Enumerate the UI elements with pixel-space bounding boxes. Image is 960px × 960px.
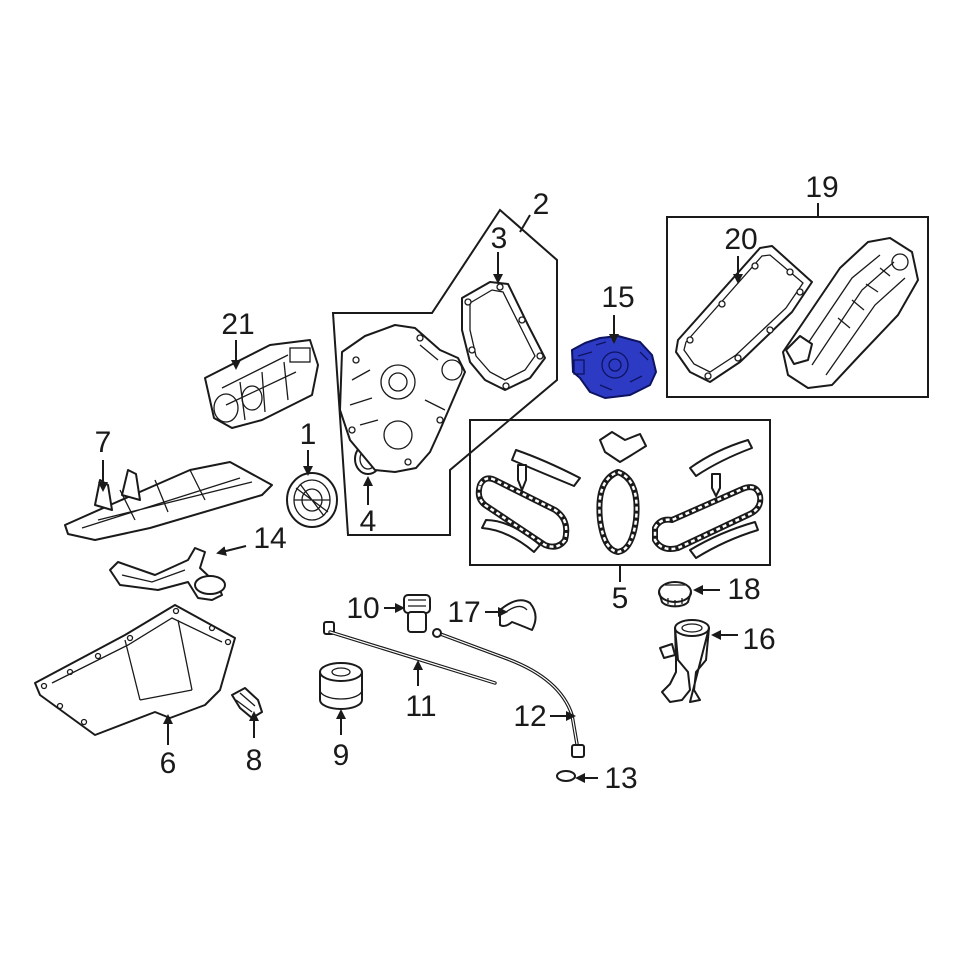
part-20-valve-cover-gasket[interactable] xyxy=(675,245,813,383)
callout-12: 12 xyxy=(513,700,546,733)
part-18-filler-cap[interactable] xyxy=(658,581,692,608)
callout-5: 5 xyxy=(612,582,629,615)
callout-11: 11 xyxy=(405,690,436,723)
callout-labels: 1 2 3 4 5 6 7 8 9 10 11 12 13 14 15 16 1… xyxy=(95,171,839,795)
part-11-dipstick[interactable] xyxy=(323,621,497,685)
leader-lines xyxy=(98,203,819,783)
part-17-gasket[interactable] xyxy=(499,599,537,631)
callout-18: 18 xyxy=(727,573,760,606)
part-8-sensor[interactable] xyxy=(231,687,263,719)
part-13-o-ring[interactable] xyxy=(556,770,576,782)
callout-16: 16 xyxy=(742,623,775,656)
group-box-valve-cover xyxy=(666,216,929,398)
part-5-timing-chain-set[interactable] xyxy=(475,431,764,559)
callout-19: 19 xyxy=(805,171,838,204)
part-12-dipstick-tube[interactable] xyxy=(432,628,585,758)
callout-13: 13 xyxy=(604,762,637,795)
part-14-oil-pickup[interactable] xyxy=(109,547,226,601)
callout-9: 9 xyxy=(333,739,350,772)
part-9-oil-filter[interactable] xyxy=(319,662,363,710)
callout-7: 7 xyxy=(95,426,112,459)
part-7-windage-tray[interactable] xyxy=(64,461,273,541)
part-16-filler-tube[interactable] xyxy=(659,619,710,703)
callout-10: 10 xyxy=(346,592,379,625)
group-box-timing-cover xyxy=(331,208,558,536)
part-2-timing-cover[interactable] xyxy=(339,324,466,473)
callout-17: 17 xyxy=(447,596,480,629)
part-6-oil-pan[interactable] xyxy=(34,604,236,736)
callout-1: 1 xyxy=(300,418,317,451)
callout-4: 4 xyxy=(360,505,377,538)
part-1-damper[interactable] xyxy=(286,472,338,528)
callout-20: 20 xyxy=(724,223,757,256)
callout-3: 3 xyxy=(491,222,508,255)
callout-8: 8 xyxy=(246,744,263,777)
part-15-oil-pump[interactable] xyxy=(571,335,657,399)
part-21-manifold[interactable] xyxy=(204,339,319,429)
callout-2: 2 xyxy=(533,188,550,221)
callout-21: 21 xyxy=(221,308,254,341)
part-3-cover-gasket[interactable] xyxy=(461,281,546,391)
callout-15: 15 xyxy=(601,281,634,314)
part-19-valve-cover[interactable] xyxy=(782,237,919,389)
part-10-filter-adapter[interactable] xyxy=(403,594,431,633)
callout-14: 14 xyxy=(253,522,286,555)
callout-6: 6 xyxy=(160,747,177,780)
